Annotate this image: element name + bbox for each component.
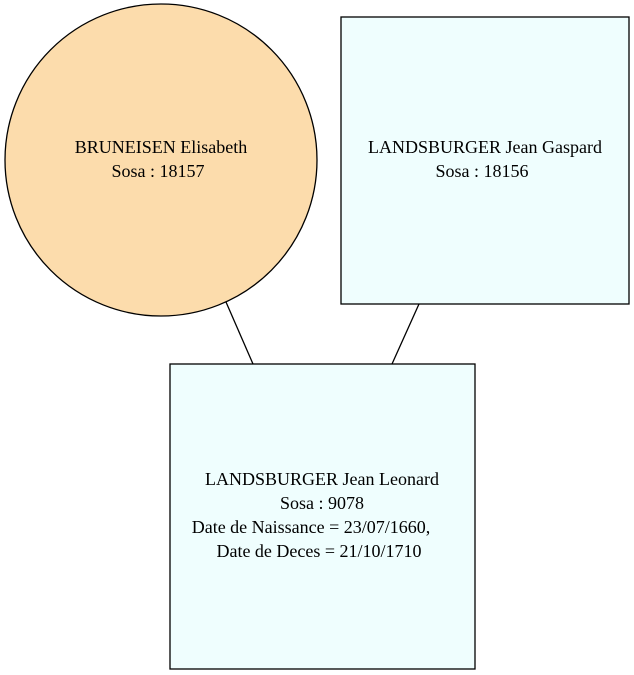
node-mother[interactable]: BRUNEISEN Elisabeth Sosa : 18157 — [4, 3, 318, 317]
father-box — [340, 16, 630, 305]
edge-father-to-child — [391, 303, 420, 365]
node-child[interactable]: LANDSBURGER Jean Leonard Sosa : 9078 Dat… — [169, 363, 476, 670]
father-sosa: Sosa : 18156 — [435, 161, 528, 181]
child-sosa: Sosa : 9078 — [280, 493, 364, 513]
father-name: LANDSBURGER Jean Gaspard — [368, 137, 602, 157]
child-birth-date: Date de Naissance = 23/07/1660, — [192, 517, 431, 537]
mother-name: BRUNEISEN Elisabeth — [75, 137, 248, 157]
edge-mother-to-child — [225, 301, 254, 365]
node-father[interactable]: LANDSBURGER Jean Gaspard Sosa : 18156 — [340, 16, 630, 305]
child-box — [169, 363, 476, 670]
child-name: LANDSBURGER Jean Leonard — [205, 469, 439, 489]
mother-sosa: Sosa : 18157 — [111, 161, 204, 181]
child-death-date: Date de Deces = 21/10/1710 — [216, 541, 421, 561]
mother-circle — [4, 3, 318, 317]
